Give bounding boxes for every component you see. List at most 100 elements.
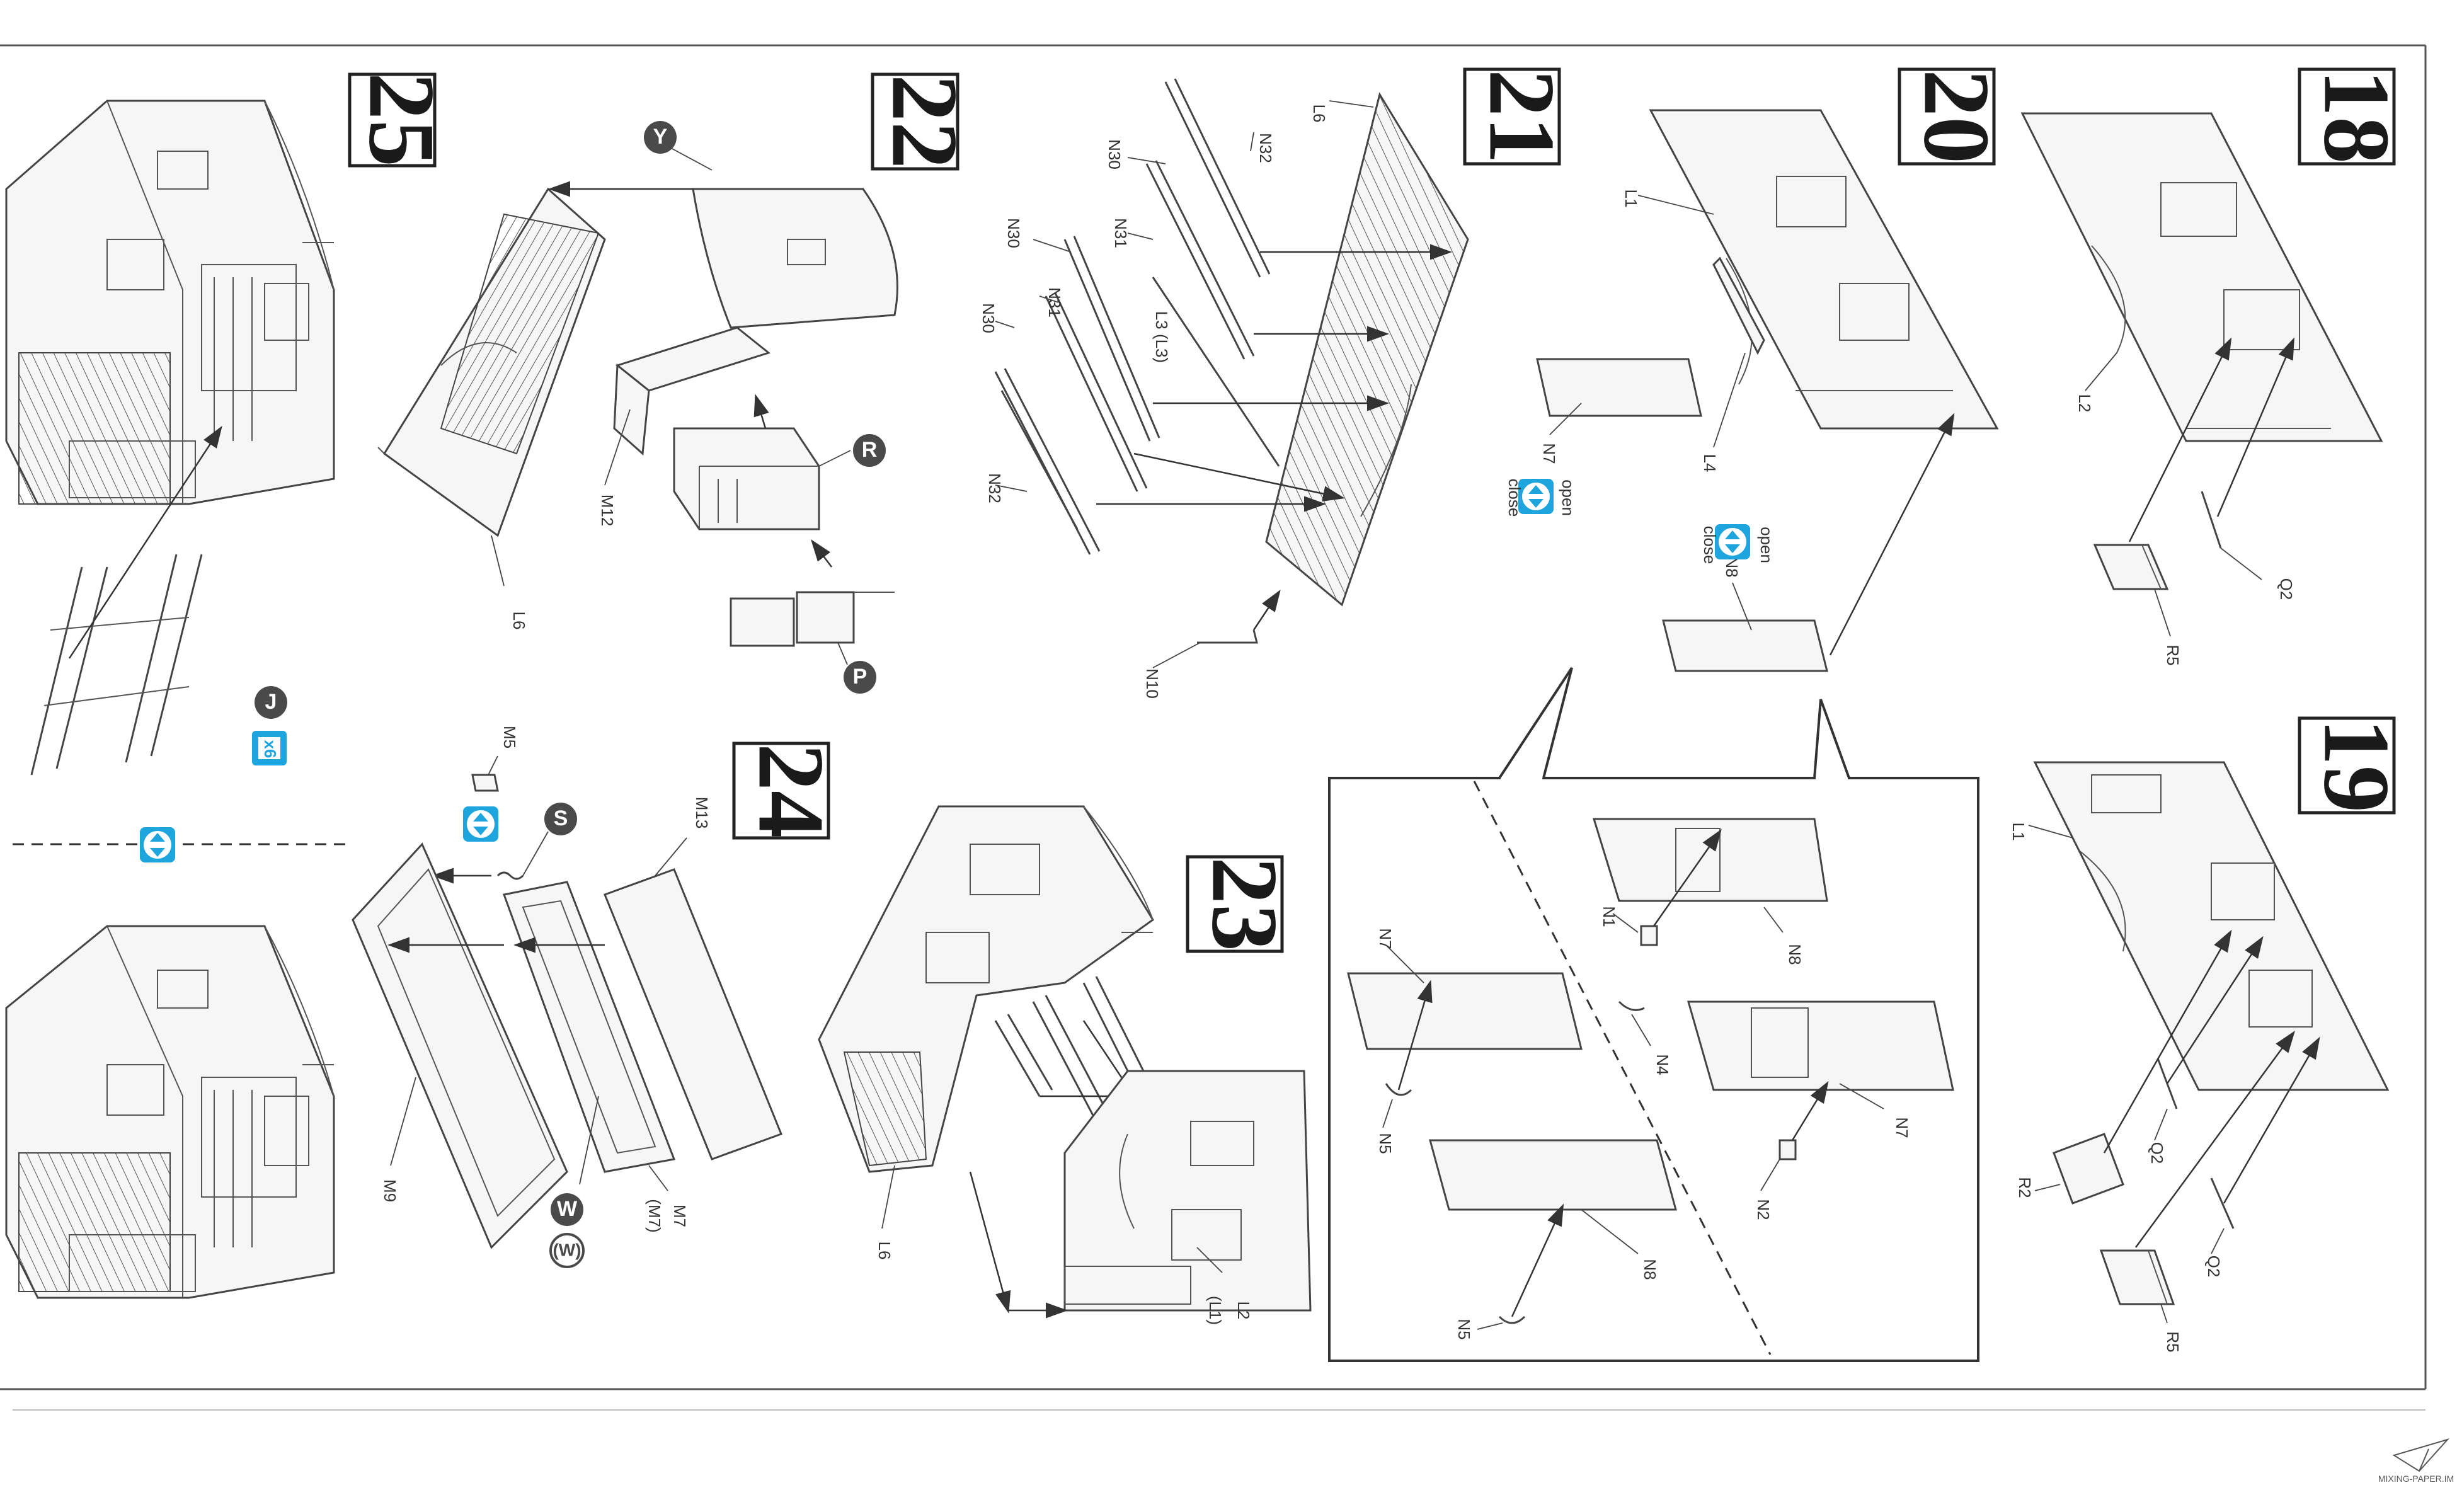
step-number-box: 25 xyxy=(348,72,454,168)
open-close-toggle-icon xyxy=(1518,479,1554,514)
badge-s: S xyxy=(544,803,577,835)
step-19: 19 L1 Q2 R2 Q2 xyxy=(2009,716,2409,1353)
part-r5: R5 xyxy=(2099,1030,2295,1353)
part-l4: L4 xyxy=(1700,256,1765,472)
detail-inset: N8 N1 N4 N7 N2 N7 N5 N8 N5 xyxy=(1328,667,1979,1362)
svg-text:R5: R5 xyxy=(2163,1331,2182,1352)
part-m13-panel: M13 xyxy=(513,797,782,1160)
svg-text:18: 18 xyxy=(2305,69,2409,164)
part-r2: R2 xyxy=(2015,929,2232,1205)
svg-text:N31: N31 xyxy=(1111,218,1130,248)
svg-text:Q2: Q2 xyxy=(2204,1256,2223,1278)
svg-text:J: J xyxy=(265,690,277,714)
car-body-assembly: L6 xyxy=(818,805,1155,1260)
step-21: 21 L6 xyxy=(979,67,1574,699)
svg-text:N31: N31 xyxy=(1045,287,1064,318)
badge-p: P xyxy=(844,661,876,694)
svg-text:N7: N7 xyxy=(1893,1117,1911,1138)
svg-text:N1: N1 xyxy=(1600,906,1618,927)
svg-text:22: 22 xyxy=(873,74,977,169)
svg-text:P: P xyxy=(853,665,868,689)
svg-text:N7: N7 xyxy=(1540,443,1559,464)
reverse-icon xyxy=(140,827,175,862)
svg-text:21: 21 xyxy=(1470,69,1574,164)
step-23: 23 L6 L2 (L xyxy=(818,805,1312,1325)
svg-text:19: 19 xyxy=(2305,718,2409,813)
part-s-spring xyxy=(432,831,549,884)
svg-text:Y: Y xyxy=(653,125,668,149)
part-l6-floor: L6 xyxy=(1265,92,1469,607)
part-m12: M12 xyxy=(598,326,771,527)
part-l1-side: L1 xyxy=(1622,109,1999,430)
svg-text:N10: N10 xyxy=(1143,668,1162,699)
step-number-box: 22 xyxy=(871,72,977,171)
part-j-rails xyxy=(30,425,222,776)
svg-text:N8: N8 xyxy=(1785,944,1804,965)
svg-text:Q2: Q2 xyxy=(2148,1142,2167,1164)
part-n7-door: N7 open close xyxy=(1505,358,1702,517)
inset-divider xyxy=(1473,781,1772,1355)
open-close-toggle-icon xyxy=(1715,524,1750,559)
svg-text:L4: L4 xyxy=(1700,454,1719,472)
svg-text:N4: N4 xyxy=(1653,1054,1672,1075)
svg-text:M7: M7 xyxy=(670,1205,689,1227)
part-y-roof xyxy=(548,147,898,329)
badge-r: R xyxy=(853,434,886,467)
svg-text:M13: M13 xyxy=(692,797,711,829)
svg-text:N8: N8 xyxy=(1722,556,1741,577)
svg-text:open: open xyxy=(1757,527,1776,563)
svg-text:MIXING-PAPER.IM: MIXING-PAPER.IM xyxy=(2378,1474,2454,1484)
part-q2-lower: Q2 xyxy=(2204,1036,2320,1278)
step-number-box: 21 xyxy=(1463,67,1574,166)
svg-text:(W): (W) xyxy=(553,1240,581,1259)
part-l1-side: L1 xyxy=(2009,761,2390,1091)
step-number: 25 xyxy=(350,72,454,167)
step-18: 18 L2 Q2 R5 xyxy=(2020,67,2409,666)
step-number-box: 23 xyxy=(1186,855,1297,953)
svg-text:L6: L6 xyxy=(875,1242,894,1260)
part-l6-floor: L6 xyxy=(377,187,606,630)
svg-text:N5: N5 xyxy=(1376,1133,1395,1154)
svg-text:open: open xyxy=(1559,479,1578,516)
part-r5: R5 xyxy=(2093,337,2232,666)
svg-text:M5: M5 xyxy=(500,726,519,748)
svg-text:S: S xyxy=(554,806,568,830)
svg-text:W: W xyxy=(557,1197,578,1221)
part-q2-upper: Q2 xyxy=(2148,936,2264,1164)
step-number-box: 18 xyxy=(2298,67,2409,166)
step-20: 20 L1 L4 N7 open close xyxy=(1505,67,2009,672)
car-body-assembly-lower xyxy=(5,925,335,1299)
svg-text:L1: L1 xyxy=(1622,190,1641,208)
part-p-frame xyxy=(730,539,895,665)
rail-parts xyxy=(994,78,1452,668)
svg-text:Q2: Q2 xyxy=(2277,578,2296,600)
svg-text:close: close xyxy=(1505,479,1524,517)
svg-text:N30: N30 xyxy=(1004,218,1023,248)
car-body-assembly-upper xyxy=(5,100,335,505)
svg-text:20: 20 xyxy=(1904,69,2009,164)
svg-text:x6: x6 xyxy=(261,740,280,759)
step-number-box: 24 xyxy=(732,742,844,840)
svg-text:M9: M9 xyxy=(381,1179,399,1202)
svg-text:N30: N30 xyxy=(1105,139,1124,169)
svg-text:24: 24 xyxy=(739,743,844,838)
quantity-badge: x6 xyxy=(252,731,287,765)
svg-text:L6: L6 xyxy=(510,612,529,630)
svg-text:R5: R5 xyxy=(2163,644,2182,665)
svg-text:M12: M12 xyxy=(598,495,617,527)
svg-text:L6: L6 xyxy=(1310,105,1329,123)
step-25: 25 J xyxy=(5,72,454,1299)
svg-text:N7: N7 xyxy=(1376,928,1395,949)
watermark-logo: MIXING-PAPER.IM xyxy=(2378,1438,2454,1484)
part-w-box xyxy=(387,881,676,1185)
part-q2: Q2 xyxy=(2201,337,2296,600)
svg-text:(M7): (M7) xyxy=(645,1199,664,1232)
svg-text:R2: R2 xyxy=(2015,1177,2034,1198)
step-number-box: 19 xyxy=(2298,716,2409,815)
step-22: 22 L6 M12 Y xyxy=(377,72,977,694)
svg-text:23: 23 xyxy=(1193,857,1297,951)
badge-w: W (W) xyxy=(549,1193,585,1268)
svg-text:N32: N32 xyxy=(1256,133,1275,163)
part-r-box xyxy=(673,394,851,530)
svg-text:L3 (L3): L3 (L3) xyxy=(1152,311,1171,363)
